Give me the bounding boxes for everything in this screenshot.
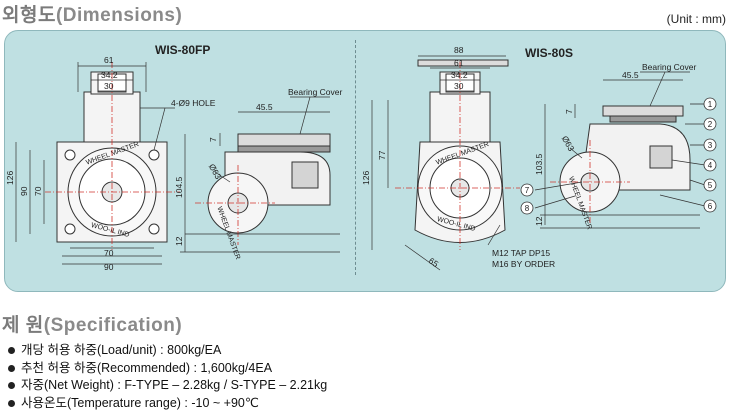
dim-70-h-left: 70 [104, 248, 114, 258]
model-label-right: WIS-80S [525, 46, 573, 60]
dim-70-v-left: 70 [33, 186, 43, 196]
dim-34-2-left: 34.2 [101, 70, 118, 80]
dim-45-5-right: 45.5 [622, 70, 639, 80]
model-label-left: WIS-80FP [155, 43, 210, 57]
dim-30-right: 30 [454, 81, 464, 91]
dim-103-5-right: 103.5 [534, 153, 544, 175]
dim-126-left: 126 [5, 171, 15, 185]
spec-item: 개당 허용 하중(Load/unit) : 800kg/EA [8, 342, 327, 360]
hole-label: 4-Ø9 HOLE [171, 98, 216, 108]
bullet-icon [8, 365, 15, 372]
tap-label: M12 TAP DP15 [492, 248, 550, 258]
callout-7: 7 [525, 186, 530, 195]
spec-text: 자중(Net Weight) : F-TYPE – 2.28kg / S-TYP… [21, 377, 327, 395]
dim-12-right: 12 [534, 216, 544, 226]
order-label: M16 BY ORDER [492, 259, 555, 269]
dim-88-right: 88 [454, 45, 464, 55]
spec-text: 개당 허용 하중(Load/unit) : 800kg/EA [21, 342, 221, 360]
callout-3: 3 [708, 141, 713, 150]
bullet-icon [8, 382, 15, 389]
spec-text: 사용온도(Temperature range) : -10 ~ +90℃ [21, 395, 259, 412]
spec-item: 사용온도(Temperature range) : -10 ~ +90℃ [8, 395, 327, 412]
bearing-cover-left: Bearing Cover [288, 87, 343, 97]
dim-90-h-left: 90 [104, 262, 114, 272]
dim-63-right: Ø63 [560, 134, 577, 153]
technical-drawing: WIS-80FP WHEEL MASTER WOO-IL IND 61 3 [0, 0, 734, 300]
spec-text: 추천 허용 하중(Recommended) : 1,600kg/4EA [21, 360, 272, 378]
specification-title-ko: 제 원 [2, 315, 44, 336]
dim-126-right: 126 [361, 171, 371, 185]
bearing-cover-right: Bearing Cover [642, 62, 697, 72]
dim-30-left: 30 [104, 81, 114, 91]
dim-61-right: 61 [454, 58, 464, 68]
callout-1: 1 [708, 100, 713, 109]
spec-item: 자중(Net Weight) : F-TYPE – 2.28kg / S-TYP… [8, 377, 327, 395]
spec-item: 추천 허용 하중(Recommended) : 1,600kg/4EA [8, 360, 327, 378]
dim-12-left: 12 [174, 236, 184, 246]
callout-2: 2 [708, 120, 713, 129]
dim-7-right: 7 [564, 109, 574, 114]
callout-5: 5 [708, 181, 713, 190]
callout-4: 4 [708, 161, 713, 170]
callout-6: 6 [708, 202, 713, 211]
spec-list: 개당 허용 하중(Load/unit) : 800kg/EA 추천 허용 하중(… [8, 342, 327, 412]
specification-title-en: (Specification) [44, 315, 182, 336]
dim-104-5-left: 104.5 [174, 176, 184, 198]
dim-34-2-right: 34.2 [451, 70, 468, 80]
dim-45-5-left: 45.5 [256, 102, 273, 112]
bullet-icon [8, 400, 15, 407]
callout-8: 8 [525, 204, 530, 213]
dim-77-right: 77 [377, 150, 387, 160]
dim-7-left: 7 [208, 137, 218, 142]
dim-61-left: 61 [104, 55, 114, 65]
dim-65-right: 65 [427, 255, 441, 269]
bullet-icon [8, 347, 15, 354]
dim-90-v-left: 90 [19, 186, 29, 196]
specification-title: 제 원(Specification) [2, 310, 182, 337]
